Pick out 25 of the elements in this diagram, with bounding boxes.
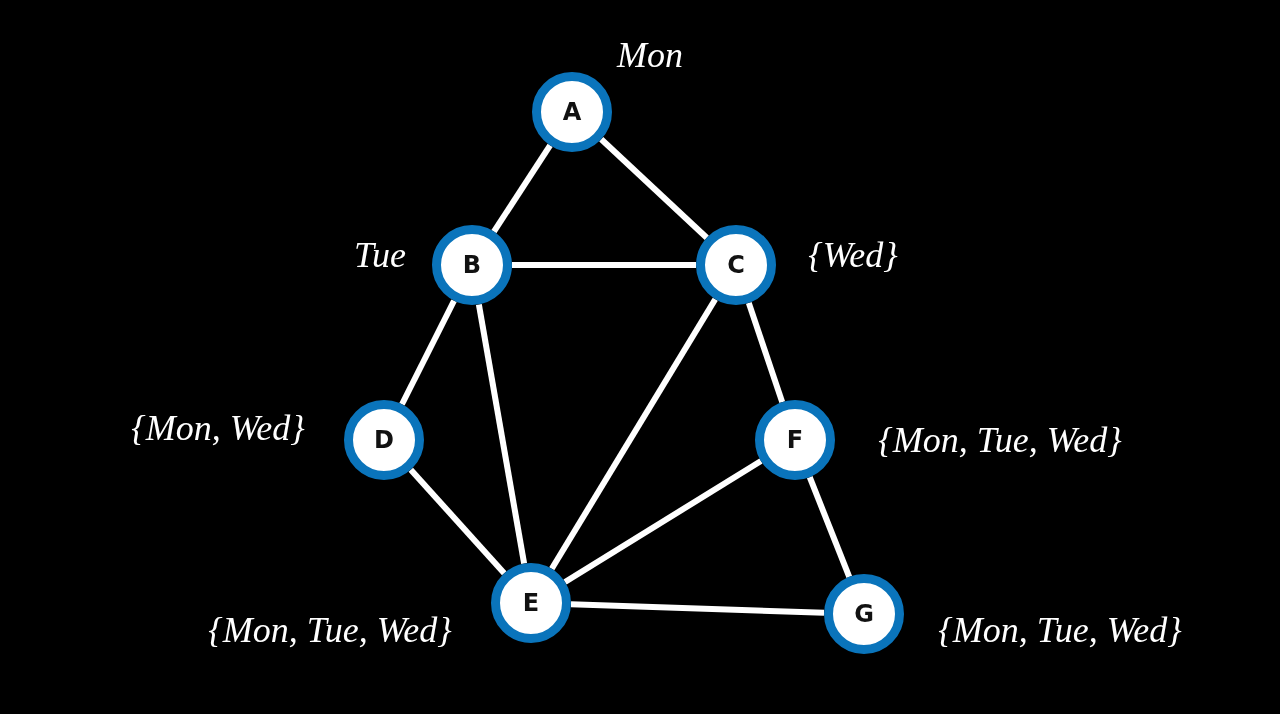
vertex-circle: C: [696, 225, 776, 305]
edge-line: [745, 301, 786, 404]
edge-line: [563, 458, 763, 585]
set-label: Tue: [354, 237, 406, 273]
vertex-circle: E: [491, 563, 571, 643]
edge-line: [475, 303, 528, 565]
set-label: {Mon, Tue, Wed}: [938, 612, 1182, 648]
vertex-circle: A: [532, 72, 612, 152]
vertex-circle: G: [824, 574, 904, 654]
edge-line: [599, 137, 709, 240]
set-label: Mon: [617, 37, 683, 73]
edge-line: [806, 476, 853, 578]
set-label: {Mon, Tue, Wed}: [878, 422, 1122, 458]
edge-line: [408, 467, 507, 576]
edge-line: [549, 297, 718, 571]
set-label: {Mon, Tue, Wed}: [208, 612, 452, 648]
set-label: {Mon, Wed}: [131, 410, 305, 446]
edge-line: [570, 601, 825, 616]
set-label: {Wed}: [808, 237, 898, 273]
vertex-circle: B: [432, 225, 512, 305]
edge-line: [512, 262, 696, 268]
vertex-circle: F: [755, 400, 835, 480]
edge-line: [399, 299, 457, 406]
edge-line: [491, 143, 553, 234]
vertex-circle: D: [344, 400, 424, 480]
